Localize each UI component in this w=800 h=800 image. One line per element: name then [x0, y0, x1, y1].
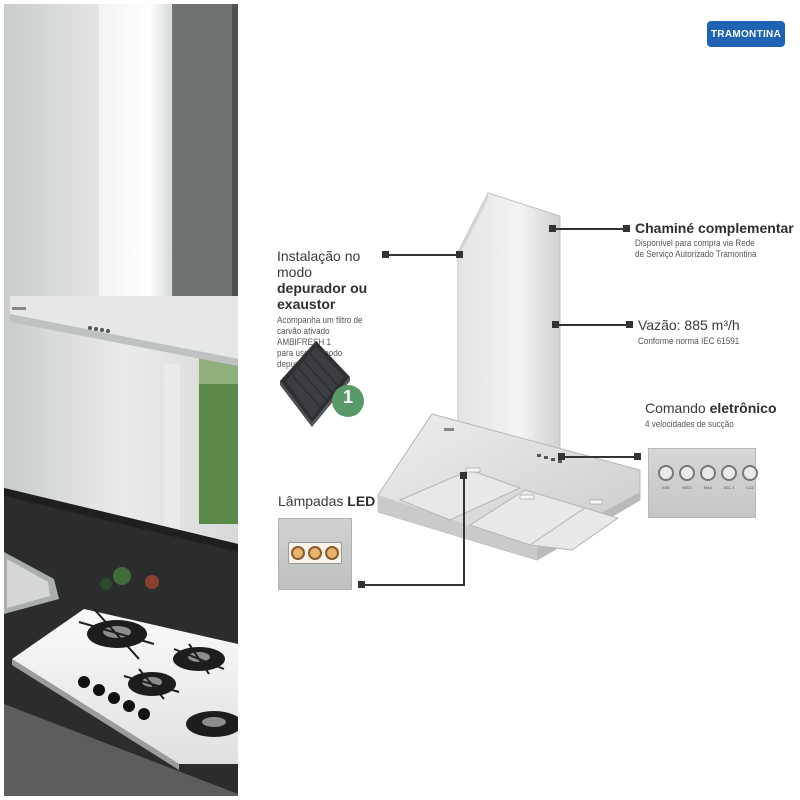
control-label-1: MIN — [662, 485, 670, 490]
kitchen-photo — [4, 4, 238, 796]
control-label-2: MED — [682, 485, 692, 490]
led-callout: Lâmpadas LED — [278, 493, 378, 509]
led-bulb-3 — [325, 546, 340, 560]
mode-callout: Instalação no modo depurador ou exaustor… — [277, 248, 387, 370]
mode-title-1: Instalação no modo — [277, 248, 361, 280]
control-title-bold: eletrônico — [709, 400, 777, 416]
mode-desc-1: Acompanha um filtro de — [277, 315, 363, 325]
control-label-3: MAX — [703, 485, 713, 490]
flow-desc: Conforme norma IEC 61591 — [638, 336, 740, 346]
control-button-1 — [658, 465, 674, 481]
led-bulb-1 — [290, 546, 305, 560]
led-title-normal: Lâmpadas — [278, 493, 348, 509]
control-buttons — [658, 465, 758, 481]
control-button-3 — [700, 465, 716, 481]
chimney-title: Chaminé complementar — [635, 220, 794, 236]
tramontina-logo: TRAMONTINA — [707, 21, 785, 47]
led-bulb-2 — [307, 546, 322, 560]
chimney-desc-1: Disponível para compra via Rede — [635, 238, 755, 248]
led-title-bold: LED — [347, 493, 376, 509]
chimney-callout: Chaminé complementar Disponível para com… — [635, 220, 795, 260]
filter-badge-number: 1 — [342, 387, 353, 407]
hood-canopy — [377, 413, 641, 561]
led-lamp-image — [278, 518, 352, 590]
chimney-desc-2: de Serviço Autorizado Tramontina — [635, 249, 757, 259]
led-strip — [288, 542, 342, 564]
filter-badge — [332, 385, 364, 417]
control-button-4 — [721, 465, 737, 481]
carbon-filter-image: 1 — [278, 337, 368, 429]
control-button-5 — [742, 465, 758, 481]
flow-callout: Vazão: 885 m³/h Conforme norma IEC 61591 — [638, 317, 793, 347]
control-label-4: VEL.4 — [723, 485, 735, 490]
control-desc: 4 velocidades de sucção — [645, 419, 734, 429]
flow-title: Vazão: 885 m³/h — [638, 317, 740, 333]
control-label-5: LUZ — [746, 485, 754, 490]
control-button-labels: MIN MED MAX VEL.4 LUZ — [658, 485, 758, 490]
control-callout: Comando eletrônico 4 velocidades de sucç… — [645, 400, 795, 430]
control-button-2 — [679, 465, 695, 481]
hood-chimney — [457, 192, 561, 451]
mode-desc-2: carvão ativado AMBIFRESH 1 — [277, 326, 332, 347]
control-title-normal: Comando — [645, 400, 710, 416]
mode-title-2: depurador ou exaustor — [277, 280, 368, 312]
control-panel-image: MIN MED MAX VEL.4 LUZ — [648, 448, 758, 518]
